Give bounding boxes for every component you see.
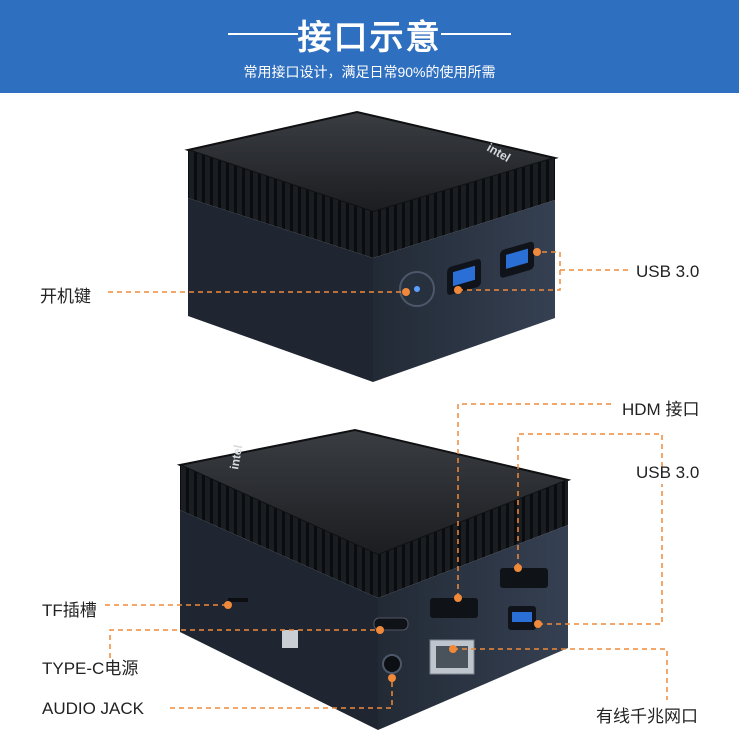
heatsink-right [373, 158, 555, 258]
hdmi-port-2 [500, 568, 548, 588]
callout-lines-top [108, 251, 628, 293]
page-title: 接口示意 [297, 19, 442, 57]
callout-lines-bottom [105, 403, 668, 709]
lan-port-inner [436, 646, 468, 668]
page-subtitle: 常用接口设计，满足日常90%的使用所需 [243, 64, 496, 80]
label-gigabit-lan: 有线千兆网口 [596, 707, 698, 726]
header-banner: 接口示意 常用接口设计，满足日常90%的使用所需 [0, 0, 739, 93]
device-body-left [188, 198, 373, 382]
device-body-front [373, 200, 555, 382]
heatsink-left [188, 150, 373, 258]
label-audio-jack: AUDIO JACK [42, 699, 145, 718]
side-port [282, 630, 298, 648]
label-tf-slot: TF插槽 [42, 601, 97, 620]
audio-jack [382, 654, 402, 674]
label-power-button: 开机键 [40, 287, 91, 306]
hdmi-port-1 [430, 598, 478, 618]
title-left-rule [228, 33, 298, 35]
heatsink-left-2 [180, 465, 378, 598]
label-usb-top: USB 3.0 [636, 262, 700, 281]
label-usb-bottom: USB 3.0 [636, 463, 700, 482]
mini-pc-rear-view: intel [176, 428, 572, 730]
usb-port-front-2 [500, 241, 534, 278]
tf-slot [228, 598, 248, 602]
device-body-left-2 [180, 510, 378, 730]
heatsink-right-2 [378, 480, 568, 598]
title-right-rule [441, 33, 511, 35]
callout-dots-top [402, 248, 541, 296]
product-illustration: intel intel [105, 110, 668, 730]
usb-port-rear-insert [512, 612, 532, 622]
brand-logo-2: intel [227, 444, 245, 471]
label-hdmi: HDM 接口 [622, 400, 700, 419]
mini-pc-front-view: intel [184, 110, 559, 382]
usb-port-front-1 [447, 259, 481, 295]
power-led [414, 286, 420, 292]
label-typec-power: TYPE-C电源 [42, 659, 139, 678]
callout-dots-bottom [224, 564, 542, 682]
